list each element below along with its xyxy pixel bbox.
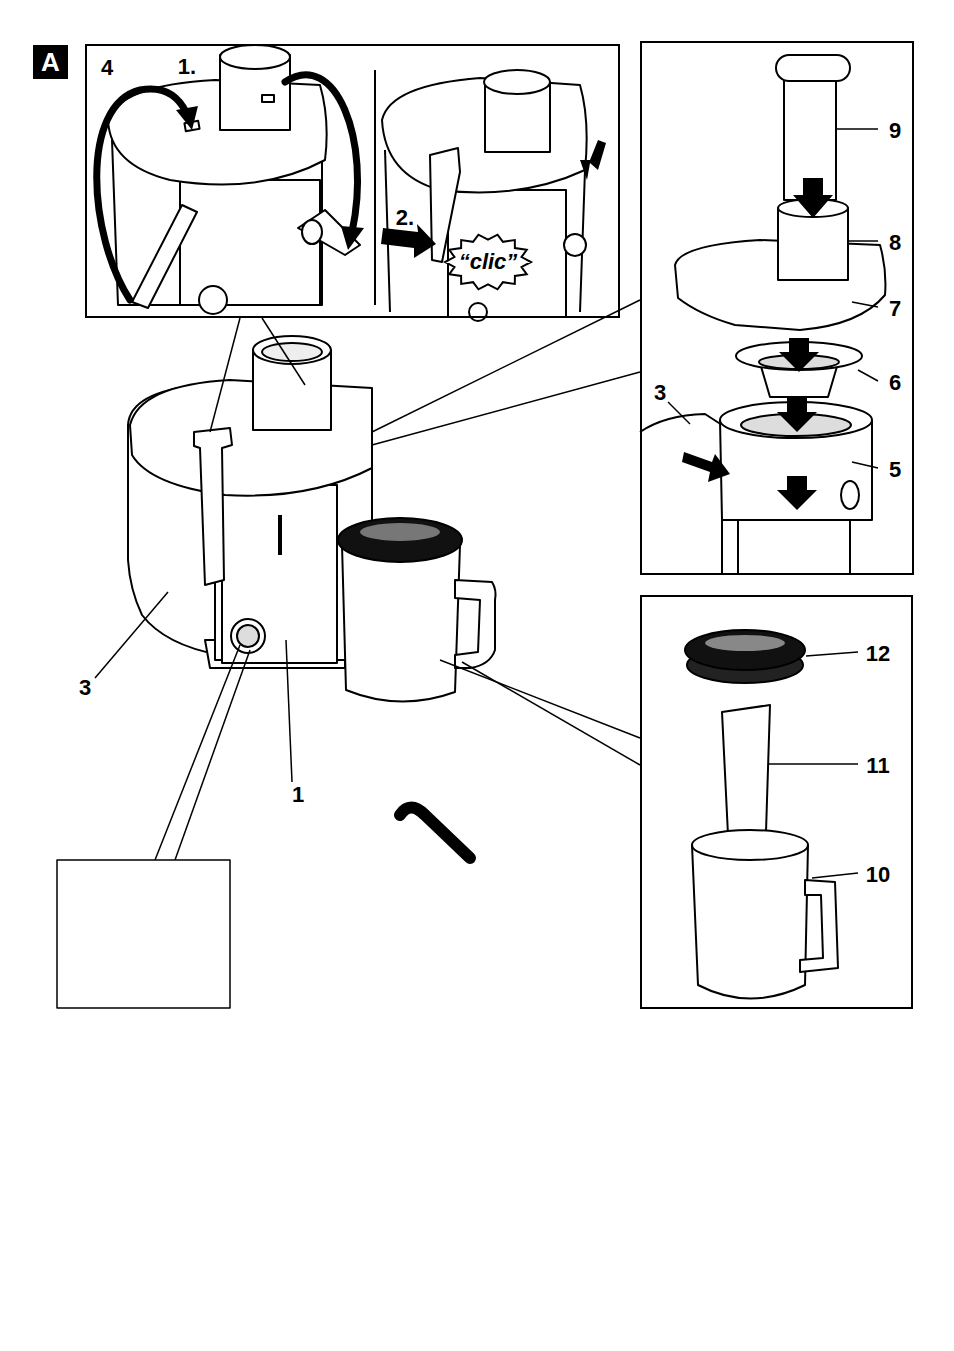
callout-number: 1 — [292, 782, 304, 808]
callout-number: 3 — [654, 380, 666, 406]
power-cord — [400, 808, 470, 859]
exploded-view-inset: 9 8 7 6 3 5 — [640, 41, 914, 575]
figure-letter: A — [41, 47, 60, 78]
callout-number: 4 — [101, 55, 113, 81]
clamp — [194, 428, 232, 585]
callout-number: 3 — [79, 675, 91, 701]
clic-starburst: “clic” — [445, 234, 531, 290]
jug-body — [342, 545, 460, 702]
control-knob — [231, 619, 265, 653]
jug-handle — [455, 580, 496, 668]
callout-number: 11 — [866, 753, 889, 779]
jug-lid — [338, 518, 462, 562]
callout-number: 2. — [396, 205, 414, 231]
assembly-inset: 4 1. 2. “clic” — [85, 44, 620, 318]
empty-inset — [57, 860, 230, 1008]
jug-inset: 12 11 10 — [640, 595, 913, 1009]
callout-number: 10 — [866, 862, 890, 888]
callout-number: 5 — [889, 457, 901, 483]
starburst-path — [445, 235, 531, 290]
front-panel — [222, 485, 337, 663]
figure-badge: A — [33, 45, 68, 79]
callout-number: 8 — [889, 230, 901, 256]
lid — [130, 380, 372, 496]
callout-number: 1. — [178, 54, 196, 80]
callout-number: 7 — [889, 296, 901, 322]
callout-number: 6 — [889, 370, 901, 396]
callout-number: 12 — [866, 641, 890, 667]
feed-tube-top — [253, 336, 331, 364]
sound-label: “clic” — [459, 249, 518, 275]
callout-number: 9 — [889, 118, 901, 144]
